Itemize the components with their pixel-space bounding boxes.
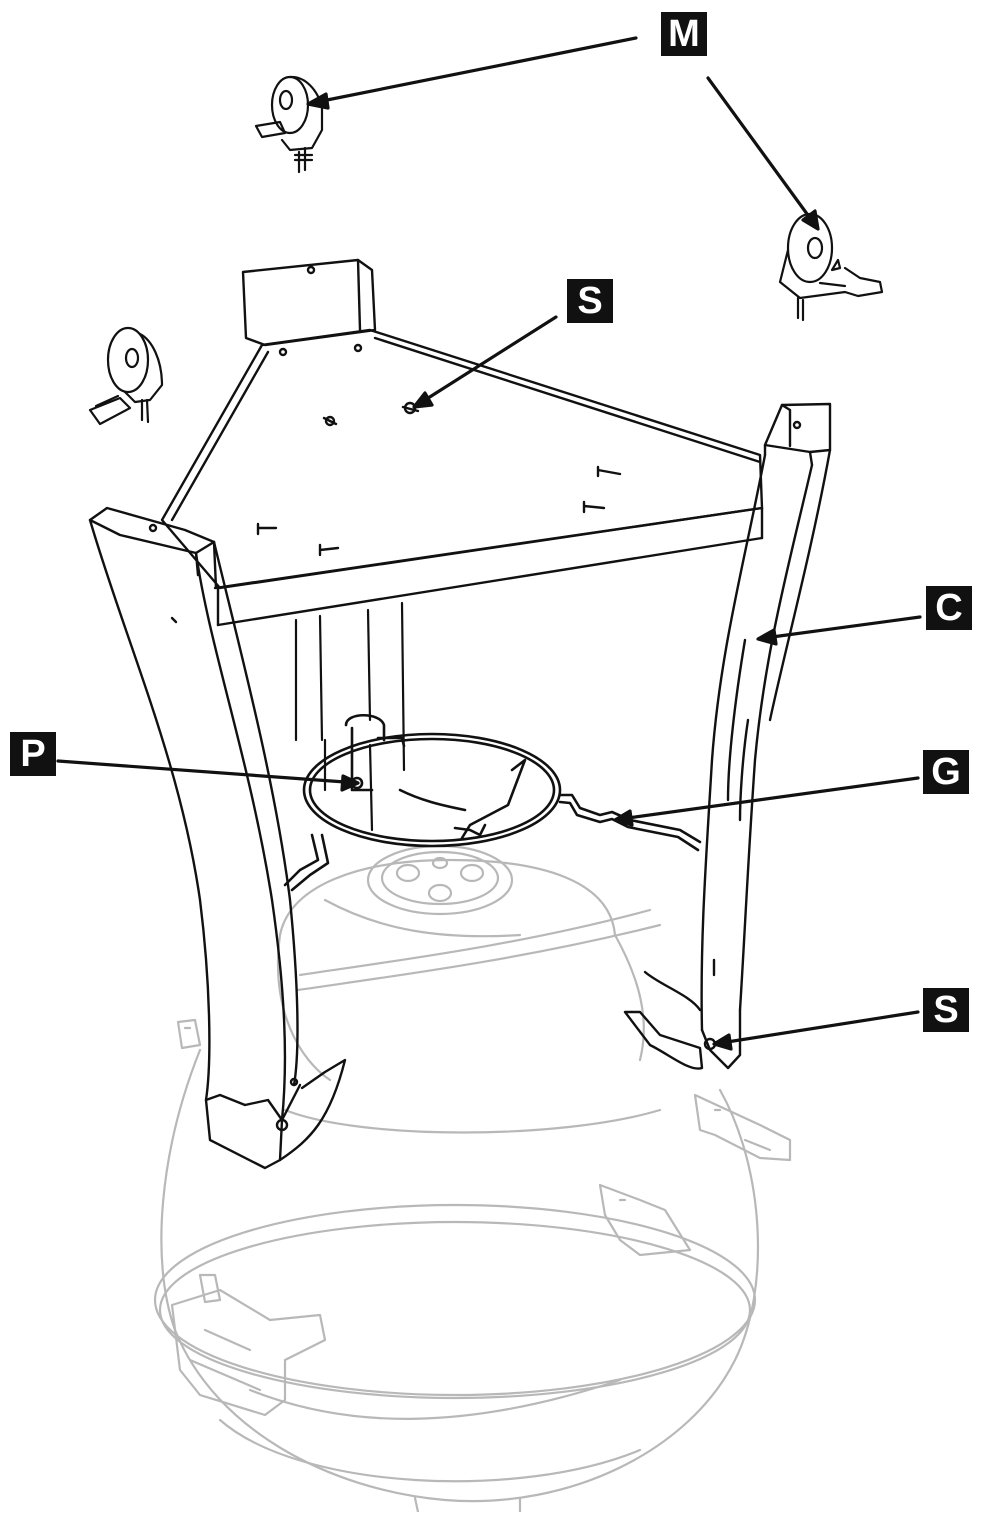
shelf-inner-edge-back <box>373 336 762 464</box>
right-leg-bracket <box>623 1010 704 1070</box>
grate-ring-inner <box>308 737 556 843</box>
shelf-plate <box>160 328 764 590</box>
shelf-bolt-1 <box>322 415 338 427</box>
right-leg-inner <box>738 463 814 1012</box>
left-leg-inner <box>194 551 287 1122</box>
bracket-upper-left <box>176 1018 202 1050</box>
shelf-bolt-3 <box>596 465 622 478</box>
kettle-base-tab <box>413 1496 522 1514</box>
callout-label-p: P <box>10 732 56 776</box>
caster-2 <box>778 212 884 322</box>
grate-ring <box>283 713 702 892</box>
firebox-dome <box>278 858 617 937</box>
kettle-bottom-curve <box>218 1418 642 1483</box>
bracket-left-hinge <box>170 1288 327 1417</box>
caster-wheel-icon <box>88 75 884 426</box>
bracket-right-2 <box>598 1183 692 1257</box>
crossbar-right <box>298 908 652 977</box>
kettle-rim <box>153 1203 757 1397</box>
grate-arm-left <box>283 833 320 887</box>
callout-label-g: G <box>923 750 969 794</box>
caster-1 <box>254 75 324 174</box>
left-leg-front <box>88 518 211 1102</box>
kettle-rim-inner <box>158 1220 752 1400</box>
center-post <box>294 601 406 832</box>
right-leg <box>623 402 832 1070</box>
callout-label-s-top: S <box>567 279 613 323</box>
firebox-lower <box>276 933 645 1082</box>
callout-label-s-leg: S <box>923 988 969 1032</box>
top-shelf <box>160 258 764 627</box>
bracket-right-1 <box>693 1093 792 1162</box>
grate-ring-outer <box>302 732 562 848</box>
callout-label-c: C <box>926 586 972 630</box>
shelf-front-rail-bottom <box>216 536 764 627</box>
shelf-bolt-5 <box>256 522 278 536</box>
grate-clip <box>344 713 386 792</box>
right-leg-back <box>768 448 832 722</box>
arrow-icon <box>56 36 922 1051</box>
callout-label-m: M <box>661 12 707 56</box>
shelf-inner-edge-left <box>170 350 270 522</box>
right-leg-front <box>700 453 767 1032</box>
kettle-belt <box>283 1108 662 1134</box>
shelf-bolt-4 <box>582 500 606 514</box>
left-leg-bracket <box>278 1058 347 1162</box>
left-leg-foot <box>204 1093 284 1170</box>
left-leg-back <box>212 540 299 1087</box>
left-leg <box>88 506 347 1170</box>
shelf-bolt-6 <box>318 543 340 557</box>
crossbar-left <box>323 898 522 938</box>
grate-arm-right <box>558 793 702 844</box>
shelf-front-rail-top <box>213 506 764 590</box>
right-leg-top <box>763 402 832 454</box>
caster-3 <box>88 326 164 426</box>
kettle-handle-wire <box>248 1378 622 1420</box>
right-leg-groove <box>726 638 750 822</box>
bracket-left-hinge-2 <box>198 1273 222 1304</box>
kettle-outline <box>160 1048 760 1503</box>
grill-kettle <box>153 844 792 1514</box>
vent-disk-inner <box>380 850 500 906</box>
